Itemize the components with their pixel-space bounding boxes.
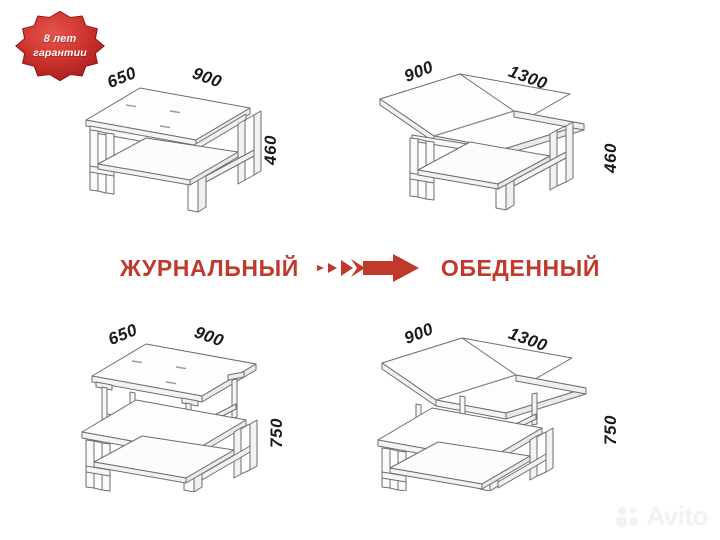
diagram-dining-table-unfolded-raised [372,336,622,491]
transformation-banner: ЖУРНАЛЬНЫЙ ОБЕДЕННЫЙ [0,245,720,291]
starburst-badge-icon [15,10,105,82]
diagram-coffee-table-folded [78,84,288,214]
dim-height-2: 460 [600,143,620,173]
dim-height-4: 750 [600,415,620,445]
guarantee-badge: 8 лет гарантии [14,10,106,82]
table-folded-raised-drawing [81,343,258,492]
avito-logo-icon [616,506,639,528]
avito-watermark-label: Avito [646,501,708,531]
diagram-table-folded-raised [78,342,298,492]
avito-watermark: Avito [615,501,708,532]
dim-height-3: 750 [266,418,286,448]
dining-table-unfolded-raised-drawing [377,337,587,491]
banner-label-dining: ОБЕДЕННЫЙ [440,254,600,281]
banner-label-coffee: ЖУРНАЛЬНЫЙ [119,254,299,281]
growing-arrow-right-icon [316,254,419,282]
dim-height-1: 460 [260,135,280,165]
diagram-table-unfolded-low [372,72,612,212]
coffee-table-folded-drawing [85,87,262,213]
table-unfolded-low-drawing [379,73,585,211]
